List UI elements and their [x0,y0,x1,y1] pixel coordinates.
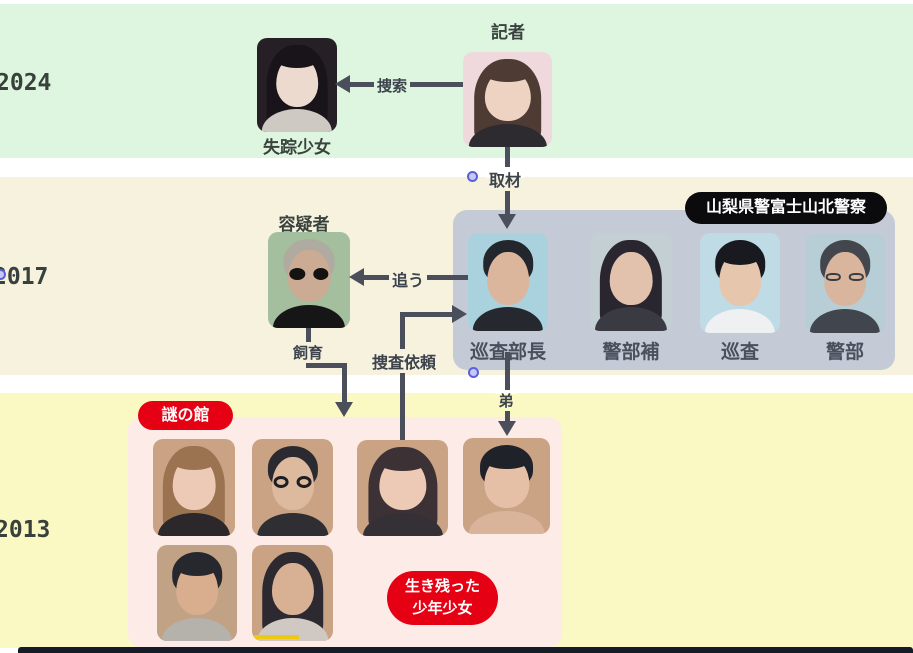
avatar-shoulders [362,512,443,536]
photo-inspector [805,233,885,333]
arrow-request-head [452,305,467,323]
year-label-2024: 2024 [0,70,52,96]
photo-sergeant [468,233,548,331]
edge-label-request: 捜査依頼 [368,349,440,373]
police-group-badge: 山梨県警富士山北警察 [685,192,887,224]
survivors-badge-line2: 少年少女 [412,600,473,617]
photo-suspect [268,232,350,328]
edge-label-keeping: 飼育 [289,342,327,363]
photo-lieutenant [590,233,672,331]
avatar-shoulders [594,307,668,331]
person-label-missing-girl: 失踪少女 [263,138,331,157]
photo-missing-girl [257,38,337,132]
glasses-icon [289,268,329,281]
edge-label-chase: 追う [388,267,428,291]
avatar-fringe [720,250,760,265]
avatar-shoulders [157,512,231,536]
arrow-keeping-line-h [306,363,347,368]
photo-survivor-1 [153,439,235,536]
avatar-face [487,251,529,305]
survivors-badge: 生き残った 少年少女 [387,571,498,625]
arrow-chase-head [349,268,364,286]
avatar-shoulders [256,512,329,536]
mansion-badge: 謎の館 [138,401,233,430]
photo-reporter [463,52,552,147]
photo-survivor-5 [157,545,237,641]
avatar-shoulders [468,124,547,147]
person-label-lieutenant: 警部補 [602,342,660,363]
arrow-keeping-line-v2 [342,363,347,403]
person-label-inspector: 警部 [825,342,865,363]
avatar-shoulders [468,510,545,534]
arrow-brother-line [505,352,510,422]
avatar-shoulders [809,309,881,333]
year-label-2013: 2013 [0,517,51,543]
avatar-shoulders [472,307,544,331]
avatar-fringe [379,456,426,471]
highlight-underline [253,635,299,639]
band-2024 [0,4,913,158]
timeline-marker-2017 [0,269,6,280]
arrow-coverage-head [498,214,516,229]
timeline-marker-coverage [467,171,478,182]
bottom-bar [18,647,913,653]
arrow-request-line-h [400,312,453,317]
avatar-face [271,563,314,616]
edge-label-coverage: 取材 [485,167,525,191]
avatar-shoulders [261,109,333,132]
arrow-search-head [335,75,350,93]
avatar-shoulders [161,617,233,641]
avatar-fringe [485,68,530,83]
photo-constable [700,233,780,333]
avatar-fringe [173,455,215,471]
photo-survivor-2 [252,439,333,536]
arrow-keeping-head [335,402,353,417]
timeline-marker-brother [468,367,479,378]
survivors-badge-line1: 生き残った [404,577,480,595]
glasses-icon [273,475,312,489]
arrow-request-line-v [400,312,405,440]
person-label-suspect: 容疑者 [278,215,330,234]
avatar-shoulders [704,309,776,333]
photo-survivor-4 [463,438,550,534]
glasses-icon [825,270,865,284]
photo-survivor-6 [252,545,333,641]
avatar-fringe [484,454,529,469]
person-label-constable: 巡査 [720,342,760,363]
person-label-reporter: 記者 [491,23,525,42]
year-label-2017: 2017 [0,264,49,290]
edge-label-search: 捜索 [373,75,411,96]
avatar-fringe [177,561,217,576]
avatar-shoulders [272,304,346,328]
avatar-fringe [277,53,317,69]
edge-label-brother: 弟 [495,390,517,411]
photo-survivor-3 [357,440,448,536]
arrow-brother-head [498,421,516,436]
avatar-face [609,251,653,305]
